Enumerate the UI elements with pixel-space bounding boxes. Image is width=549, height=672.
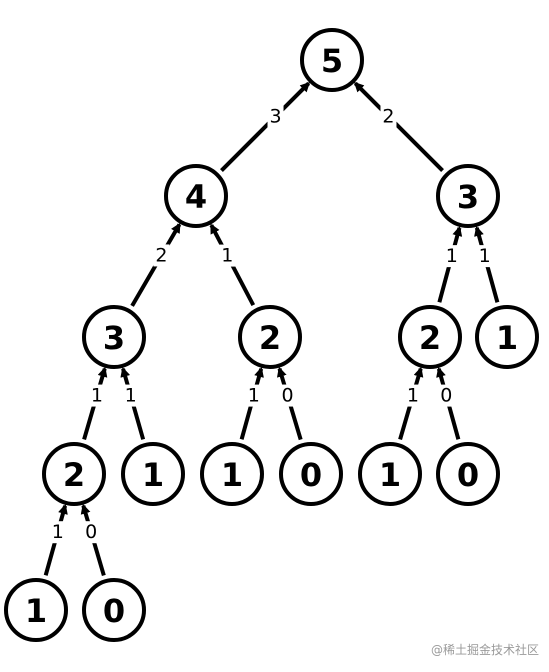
edge-n1e-to-n2c: 1 [43, 503, 68, 576]
node-label: 4 [185, 178, 207, 216]
tree-node-n1d: 1 [358, 442, 422, 506]
node-circle [398, 305, 462, 369]
tree-node-n3a: 3 [436, 164, 500, 228]
edge-label-background [438, 384, 455, 407]
edge-label-background [83, 521, 100, 544]
tree-node-n0c: 0 [82, 578, 146, 642]
edge-n3a-to-n5a: 2 [353, 81, 444, 172]
node-label: 2 [63, 456, 85, 494]
node-label: 1 [142, 456, 164, 494]
edge-label-background [404, 384, 421, 407]
edge-label: 0 [85, 521, 97, 543]
edge-label-background [88, 384, 105, 407]
edge-label: 1 [52, 521, 64, 543]
edge-label: 1 [446, 245, 458, 267]
node-circle [358, 442, 422, 506]
edge-label-background [122, 384, 139, 407]
node-label: 0 [300, 456, 322, 494]
edge-label: 0 [440, 385, 452, 407]
edge-label: 1 [221, 245, 233, 267]
tree-node-n1c: 1 [200, 442, 264, 506]
edge-n4a-to-n5a: 3 [220, 81, 311, 172]
edge-label-background [267, 105, 284, 128]
node-circle [164, 164, 228, 228]
node-label: 0 [457, 456, 479, 494]
edge-label: 3 [269, 105, 281, 127]
tree-node-n3b: 3 [82, 305, 146, 369]
node-label: 2 [259, 319, 281, 357]
edge-n2c-to-n3b: 1 [82, 366, 108, 441]
tree-node-n5a: 5 [300, 28, 364, 92]
node-circle [475, 305, 539, 369]
edge-label: 1 [479, 245, 491, 267]
edge-label-background [153, 244, 170, 267]
tree-node-n4a: 4 [164, 164, 228, 228]
edge-label-background [279, 384, 296, 407]
node-circle [436, 164, 500, 228]
tree-node-n1b: 1 [121, 442, 185, 506]
edge-label-background [443, 245, 460, 268]
tree-node-n2a: 2 [238, 305, 302, 369]
tree-node-n0b: 0 [436, 442, 500, 506]
edge-label: 1 [248, 385, 260, 407]
edge-n1c-to-n2a: 1 [239, 366, 264, 440]
edge-label: 2 [155, 244, 167, 266]
node-circle [436, 442, 500, 506]
edge-arrow [353, 81, 444, 172]
edge-arrow [220, 81, 311, 172]
watermark-text: @稀土掘金技术社区 [430, 643, 539, 657]
node-label: 1 [25, 592, 47, 630]
node-circle [42, 442, 106, 506]
edge-label: 1 [125, 385, 137, 407]
edge-label-background [476, 245, 493, 268]
node-label: 1 [496, 319, 518, 357]
node-label: 0 [103, 592, 125, 630]
node-circle [300, 28, 364, 92]
edge-label-background [380, 105, 397, 128]
node-circle [82, 305, 146, 369]
edge-label: 2 [382, 105, 394, 127]
node-label: 3 [103, 319, 125, 357]
edge-n1d-to-n2b: 1 [398, 366, 424, 441]
node-label: 1 [379, 456, 401, 494]
edge-n0a-to-n2a: 0 [276, 366, 303, 441]
tree-node-n1a: 1 [475, 305, 539, 369]
edge-label-background [219, 244, 236, 267]
tree-node-n1e: 1 [4, 578, 68, 642]
edge-n0b-to-n2b: 0 [436, 366, 461, 440]
edge-n1b-to-n3b: 1 [120, 366, 146, 440]
node-label: 5 [321, 42, 343, 80]
edge-n0c-to-n2c: 0 [80, 503, 106, 577]
edge-n2a-to-n4a: 1 [209, 223, 256, 307]
edge-n2b-to-n3a: 1 [437, 225, 463, 303]
node-circle [82, 578, 146, 642]
tree-node-n2b: 2 [398, 305, 462, 369]
node-circle [121, 442, 185, 506]
node-label: 2 [419, 319, 441, 357]
tree-node-n2c: 2 [42, 442, 106, 506]
node-circle [238, 305, 302, 369]
edge-label: 1 [91, 385, 103, 407]
node-label: 3 [457, 178, 479, 216]
node-label: 1 [221, 456, 243, 494]
edge-label-background [49, 521, 66, 544]
node-circle [200, 442, 264, 506]
node-circle [279, 442, 343, 506]
edge-label: 0 [281, 385, 293, 407]
edge-label-background [245, 384, 262, 407]
node-circle [4, 578, 68, 642]
edge-label: 1 [407, 385, 419, 407]
tree-node-n0a: 0 [279, 442, 343, 506]
edge-n1a-to-n3a: 1 [474, 225, 500, 303]
edge-n3b-to-n4a: 2 [130, 222, 182, 307]
